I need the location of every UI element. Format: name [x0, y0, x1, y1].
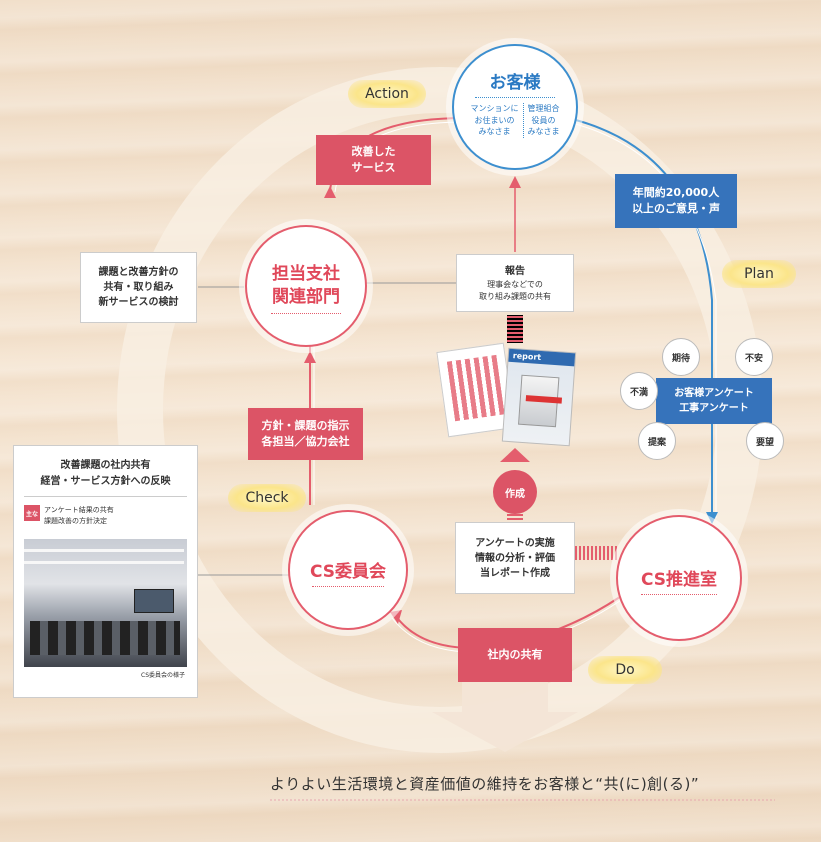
committee-panel: 改善課題の社内共有 経営・サービス方針への反映 主な アンケート結果の共有課題改… [13, 445, 198, 698]
report-box: 報告 理事会などでの 取り組み課題の共有 [456, 254, 574, 312]
bubble-proposal: 提案 [638, 422, 676, 460]
survey-center-box: お客様アンケート工事アンケート [656, 378, 772, 424]
opinions-box: 年間約20,000人以上のご意見・声 [615, 174, 737, 228]
cs-committee-title: CS委員会 [309, 562, 387, 582]
branch-line2: 関連部門 [272, 286, 340, 307]
bubble-anxiety: 不安 [735, 338, 773, 376]
panel-title-2: 経営・サービス方針への反映 [40, 476, 171, 487]
branch-line1: 担当支社 [272, 264, 340, 284]
panel-title-1: 改善課題の社内共有 [60, 460, 151, 471]
share-issues-box: 課題と改善方針の共有・取り組み新サービスの検討 [80, 252, 197, 323]
check-label: Check [228, 484, 306, 512]
customer-node: お客様 マンションにお住まいのみなさま 管理組合役員のみなさま [452, 44, 578, 170]
cs-committee-node: CS委員会 [288, 510, 408, 630]
do-label: Do [588, 656, 662, 684]
customer-residents: マンションにお住まいのみなさま [467, 103, 524, 138]
footer-slogan: よりよい生活環境と資産価値の維持をお客様と“共(に)創(る)” [270, 775, 700, 793]
internal-share-box: 社内の共有 [458, 628, 572, 682]
action-label: Action [348, 80, 426, 108]
report-cover-image: report [501, 347, 577, 447]
cs-promotion-node: CS推進室 [616, 515, 742, 641]
survey-work-box: アンケートの実施情報の分析・評価当レポート作成 [455, 522, 575, 594]
bubble-expectation: 期待 [662, 338, 700, 376]
photo-caption: CS委員会の様子 [141, 672, 185, 680]
branch-node: 担当支社 関連部門 [245, 225, 367, 347]
bubble-request: 要望 [746, 422, 784, 460]
customer-title: お客様 [489, 73, 541, 93]
committee-photo [24, 539, 187, 668]
panel-badge: 主な [24, 505, 40, 521]
cs-promotion-title: CS推進室 [640, 570, 718, 590]
bubble-dissatisfaction: 不満 [620, 372, 658, 410]
policy-box: 方針・課題の指示各担当／協力会社 [248, 408, 363, 460]
customer-board: 管理組合役員のみなさま [527, 104, 560, 137]
improved-service-box: 改善したサービス [316, 135, 431, 185]
plan-label: Plan [722, 260, 796, 288]
create-badge: 作成 [493, 470, 537, 514]
